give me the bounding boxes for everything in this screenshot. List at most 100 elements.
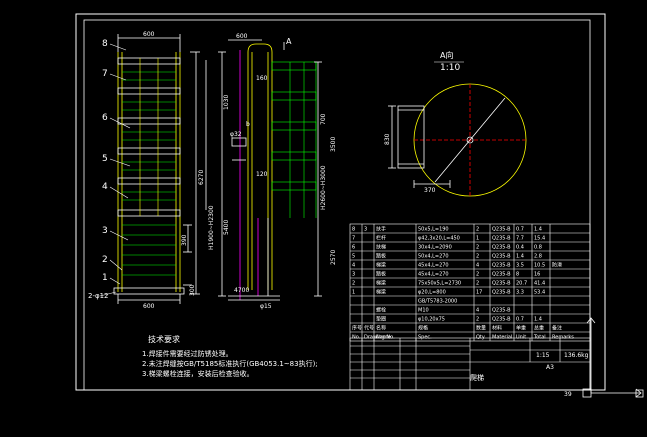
bom-cell: 17 [476, 290, 482, 296]
side-dim-160: 160 [256, 75, 268, 82]
dim-bottom-width: 600 [143, 303, 155, 310]
bom-header-en-cell: Qty [476, 335, 485, 341]
notes-title: 技术要求 [148, 334, 180, 344]
note-3: 3.梯梁螺栓连接，安装后检查验收。 [142, 369, 254, 378]
note-2: 2.未注焊缝按GB/T5185标准执行(GB4053.1~83执行); [142, 359, 318, 368]
bom-cell: 1 [476, 236, 479, 242]
bom-cell: 2 [476, 317, 479, 323]
callout-6: 6 [102, 113, 108, 123]
bom-cell: 50x5,L=190 [418, 227, 449, 233]
technical-notes: 技术要求 1.焊接件需要经过防锈处理。 2.未注焊缝按GB/T5185标准执行(… [142, 334, 318, 378]
bom-cell: 梯梁 [376, 280, 386, 287]
bom-cell: 4 [476, 263, 479, 269]
bom-cell: 30x4,L=2090 [418, 245, 452, 251]
bom-cell: 0.7 [516, 227, 524, 233]
note-1: 1.焊接件需要经过防锈处理。 [142, 349, 233, 358]
bom-cell: 梯梁 [376, 289, 386, 296]
bom-cell: 扶梯 [376, 244, 386, 251]
side-dim-5400: 5400 [223, 220, 230, 235]
bom-cell: 2 [352, 281, 355, 287]
bom-cell: 防滑 [552, 262, 562, 269]
detail-dim-370: 370 [424, 187, 436, 194]
bom-cell: Q235-B [492, 281, 511, 287]
title-name: 爬梯 [470, 373, 484, 382]
callout-5: 5 [102, 154, 108, 164]
title-weight: 136.6kg [564, 352, 589, 359]
bom-cell: Q235-B [492, 272, 511, 278]
bom-cell: φ20,L=800 [418, 290, 446, 296]
bom-cell: 41.4 [534, 281, 545, 287]
bom-cell: 2.8 [534, 254, 542, 260]
side-dim-phi32: φ32 [230, 131, 242, 138]
bom-cell: 10.5 [534, 263, 545, 269]
bom-header-en-cell: Material [492, 335, 512, 341]
bom-cell: 0.4 [516, 245, 524, 251]
bom-cell: Q235-B [492, 317, 511, 323]
bom-header-cell: 序号 [352, 325, 362, 332]
bom-table [349, 223, 591, 342]
bom-cell: 0.7 [516, 317, 524, 323]
dim-300: 300 [189, 284, 196, 296]
bom-cell: 扶手 [376, 226, 386, 233]
bom-header-en-cell: Drawing No. [364, 335, 395, 341]
bom-cell: 2 [476, 272, 479, 278]
callout-4: 4 [102, 182, 108, 192]
bom-header-cell: 数量 [476, 325, 486, 332]
bom-cell: 7.7 [516, 236, 524, 242]
bom-cell: φ42,3x20,L=450 [418, 236, 460, 242]
bom-header-cell: 材料 [492, 325, 502, 332]
title-scale: 1:15 [536, 352, 550, 359]
bom-header-cell: 名称 [376, 325, 386, 332]
front-view-dimensions: 600 600 6270 H1900~H2300 390 300 [143, 31, 215, 310]
bom-cell: 7 [352, 236, 355, 242]
bom-cell: 45x4,L=270 [418, 272, 449, 278]
dim-h1900: H1900~H2300 [208, 205, 215, 250]
bom-header-en-cell: Remarks [552, 335, 574, 341]
bom-cell: 15.4 [534, 236, 545, 242]
bom-header-en-cell: Spec. [418, 335, 432, 341]
side-dim-4700: 4700 [234, 287, 249, 294]
title-block-text: 1:15 136.6kg A3 爬梯 39 [470, 352, 589, 398]
bom-cell: 1.4 [534, 227, 542, 233]
bom-header-cell: 规格 [418, 325, 428, 332]
title-page: 39 [564, 391, 572, 398]
side-dim-120: 120 [256, 171, 268, 178]
callout-3: 3 [102, 226, 108, 236]
sheet-inner-border [83, 19, 591, 391]
side-dim-2570: 2570 [330, 250, 337, 265]
bom-header-en-cell: Unit [516, 335, 526, 341]
bom-cell: 1 [352, 290, 355, 296]
title-block [349, 337, 591, 391]
bom-cell: 3.3 [516, 290, 524, 296]
bom-cell: 6 [352, 245, 355, 251]
bom-cell: 4 [476, 308, 479, 314]
callout-7: 7 [102, 69, 108, 79]
side-dim-h2600: H2600~H3000 [320, 165, 327, 210]
bom-cell: 1.4 [534, 317, 542, 323]
side-dim-top: 600 [236, 33, 248, 40]
bom-cell: M10 [418, 308, 429, 314]
bom-cell: Q235-B [492, 236, 511, 242]
bom-cell: 踏板 [376, 253, 386, 260]
side-view-dimensions: A 600 160 φ32 b 120 1030 5400 700 3500 H… [223, 33, 337, 310]
bom-cell: 3.5 [516, 263, 524, 269]
bom-cell: Q235-B [492, 263, 511, 269]
detail-scale: 1:10 [440, 63, 460, 73]
side-dim-b: b [246, 121, 250, 128]
callout-1: 1 [102, 273, 108, 283]
bom-cell: 2 [476, 254, 479, 260]
bom-cell: 3 [364, 227, 367, 233]
bom-cell: 1.4 [516, 254, 524, 260]
bom-header-cell: 代号 [364, 325, 374, 332]
bom-cell: 8 [352, 227, 355, 233]
detail-title: A向 [440, 50, 453, 60]
bom-cell: Q235-B [492, 245, 511, 251]
bom-cell: Q235-B [492, 290, 511, 296]
dim-390: 390 [181, 234, 188, 246]
front-view-ladder [99, 34, 207, 304]
callout-2: 2 [102, 255, 108, 265]
bom-header-en-cell: Name [376, 335, 391, 341]
bom-cell: 2 [476, 281, 479, 287]
